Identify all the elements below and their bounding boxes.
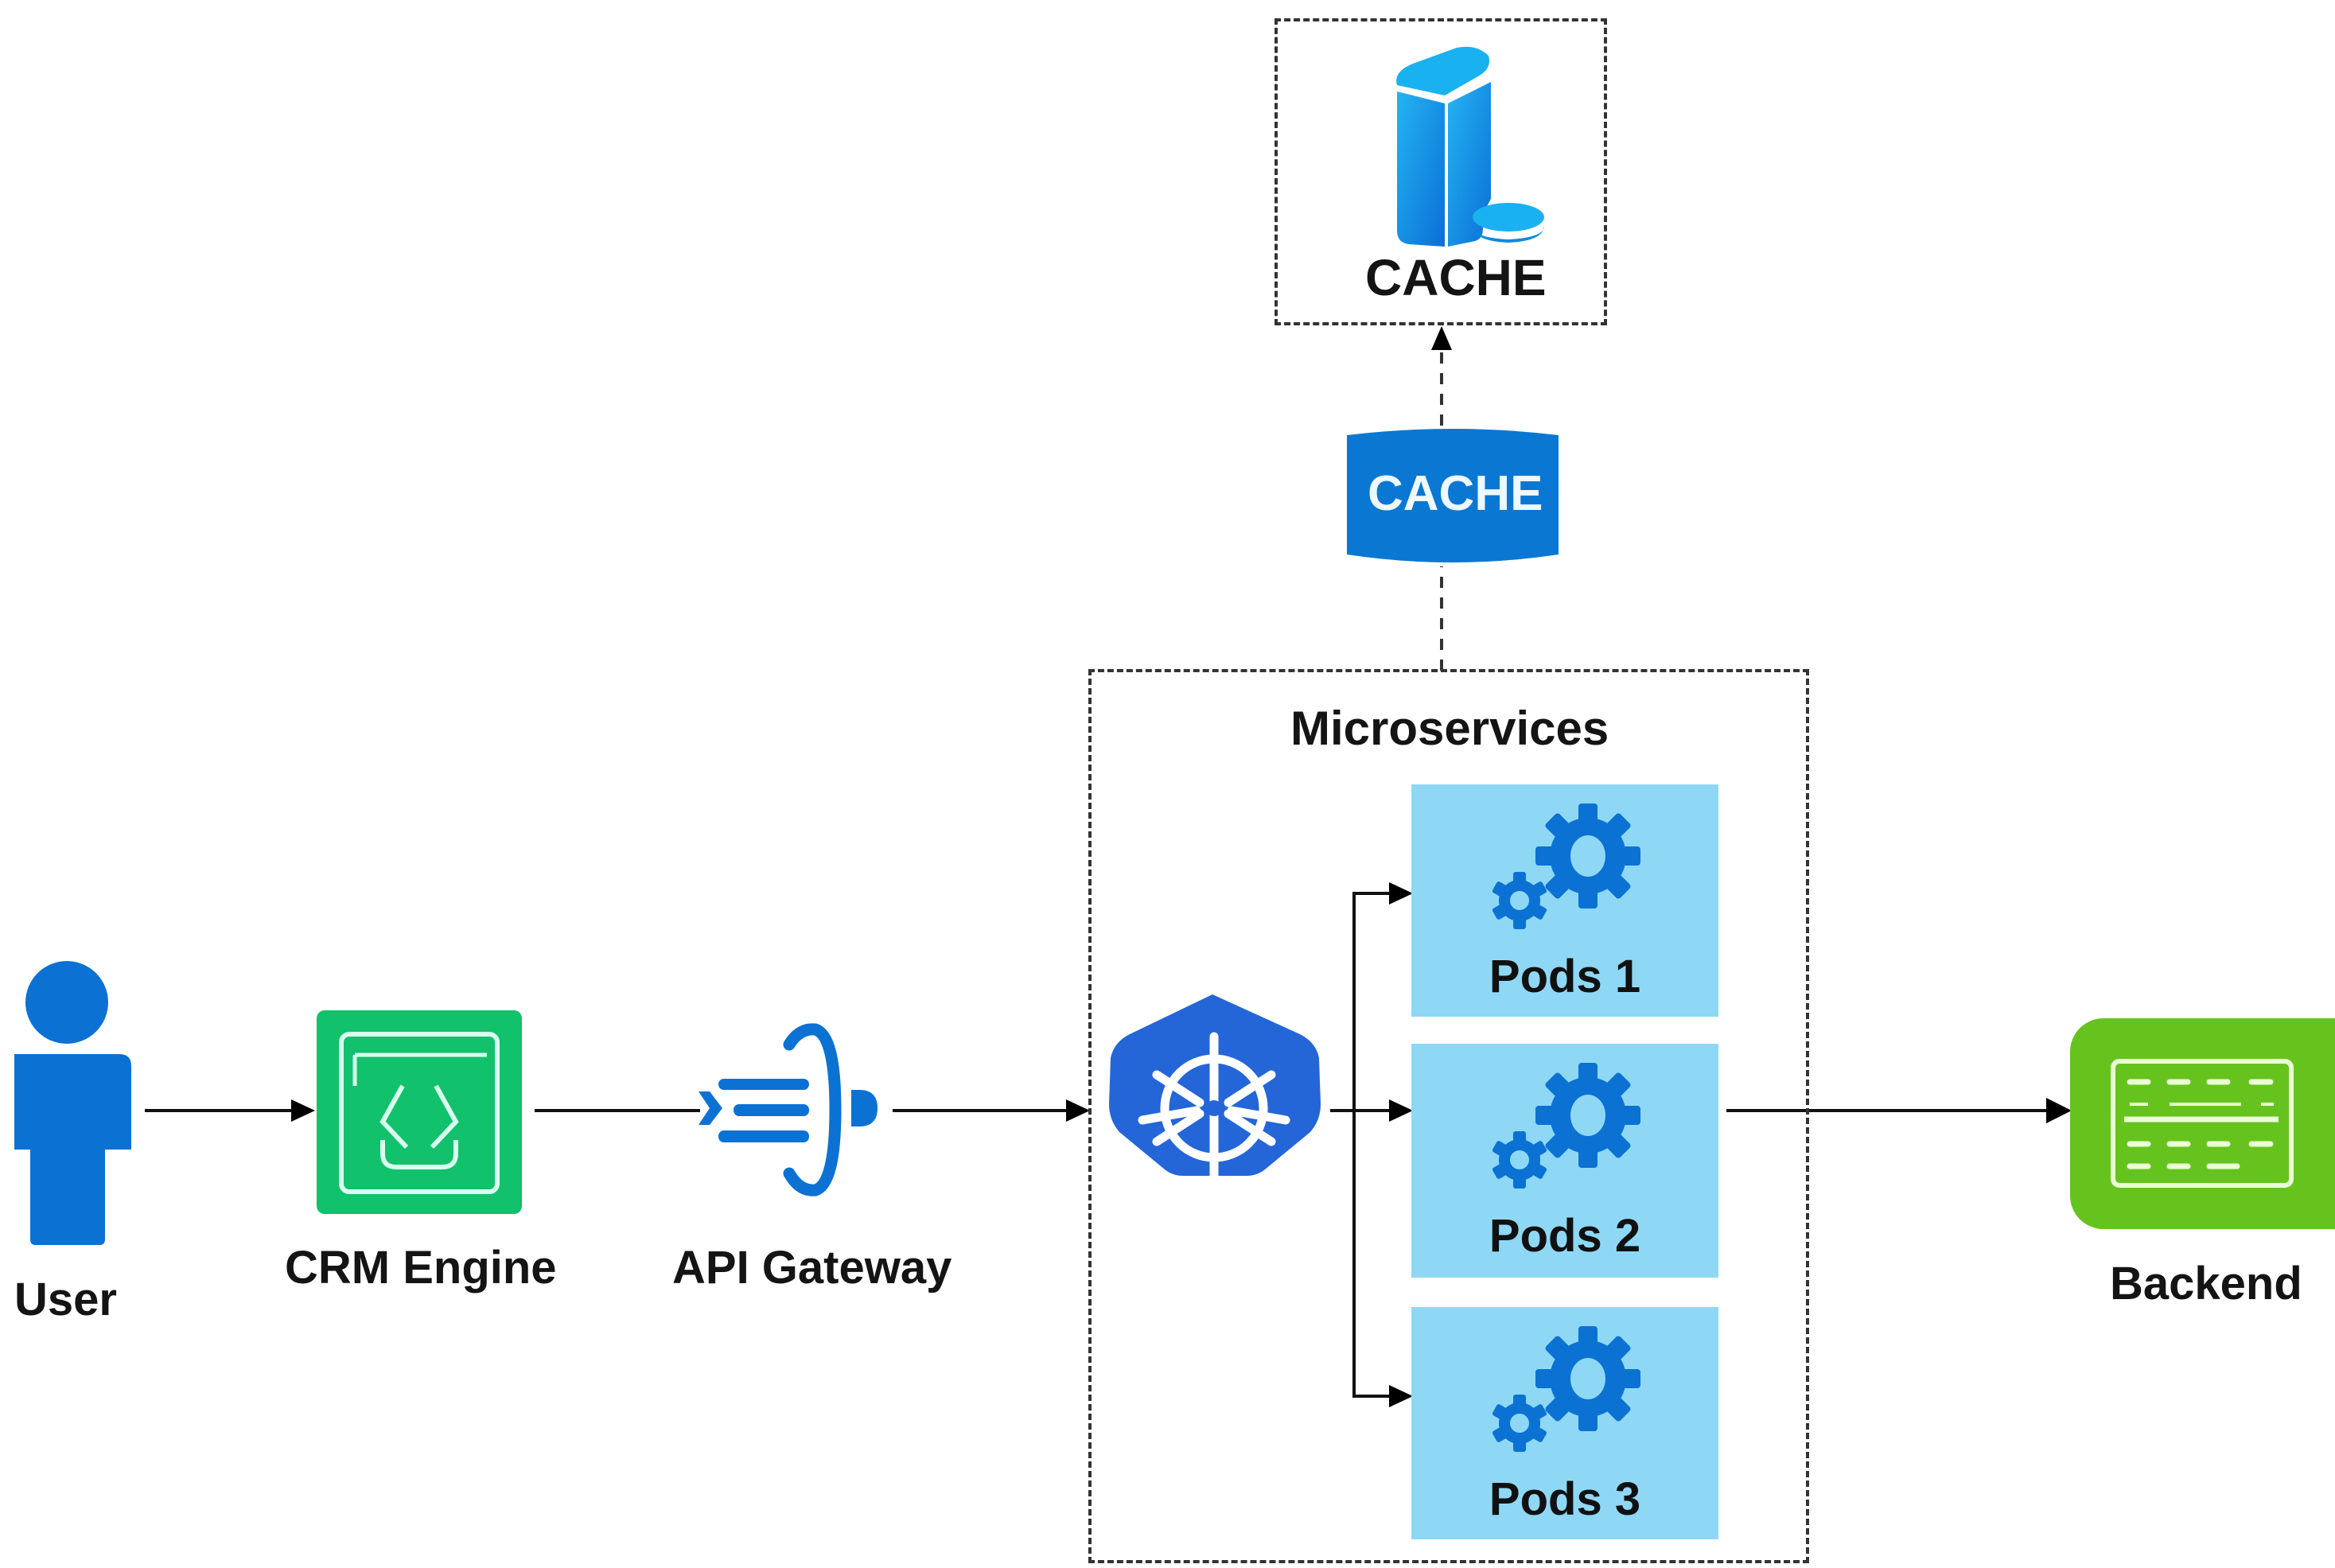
- pod-card[interactable]: Pods 1: [1411, 784, 1718, 1017]
- pod-label: Pods 2: [1489, 1210, 1641, 1262]
- microservices-group[interactable]: Microservices: [1088, 669, 1809, 1563]
- kubernetes-node[interactable]: [1107, 993, 1322, 1185]
- microservices-label: Microservices: [1290, 702, 1609, 755]
- arrowhead: [1431, 326, 1452, 350]
- user-node[interactable]: User: [0, 955, 143, 1336]
- gears-icon: [1491, 803, 1640, 929]
- backend-table-icon: [2070, 1018, 2335, 1229]
- crm-engine-label: CRM Engine: [285, 1242, 557, 1294]
- cache-db-node[interactable]: CACHE: [1347, 426, 1559, 566]
- user-label: User: [14, 1274, 117, 1325]
- api-gateway-label: API Gateway: [672, 1242, 952, 1294]
- cache-store-label: CACHE: [1365, 249, 1547, 306]
- pod-label: Pods 3: [1489, 1473, 1641, 1525]
- cache-db-label: CACHE: [1368, 466, 1543, 521]
- arrowhead: [1389, 1385, 1413, 1407]
- arrowhead: [1066, 1099, 1090, 1122]
- api-gateway-node[interactable]: API Gateway: [668, 1018, 971, 1313]
- cache-cylinder-icon: [1347, 429, 1559, 562]
- backend-label: Backend: [2110, 1258, 2302, 1309]
- arrowhead: [2046, 1098, 2072, 1123]
- pod-label: Pods 1: [1489, 951, 1641, 1002]
- pod-card[interactable]: Pods 3: [1411, 1307, 1718, 1539]
- arrowhead: [1389, 882, 1413, 905]
- arrowhead: [1389, 1099, 1413, 1122]
- backend-node[interactable]: Backend: [2070, 1018, 2335, 1321]
- crm-engine-node[interactable]: CRM Engine: [285, 1010, 587, 1313]
- cache-store-group[interactable]: CACHE: [1275, 18, 1607, 325]
- api-gateway-icon: [699, 1023, 878, 1196]
- user-icon: [14, 961, 131, 1245]
- gears-icon: [1491, 1326, 1640, 1452]
- database-server-icon: [1396, 46, 1544, 247]
- arrowhead: [291, 1099, 315, 1122]
- code-window-icon: [317, 1010, 522, 1214]
- kubernetes-helm-icon: [1109, 994, 1321, 1185]
- pod-card[interactable]: Pods 2: [1411, 1044, 1718, 1278]
- gears-icon: [1491, 1063, 1640, 1189]
